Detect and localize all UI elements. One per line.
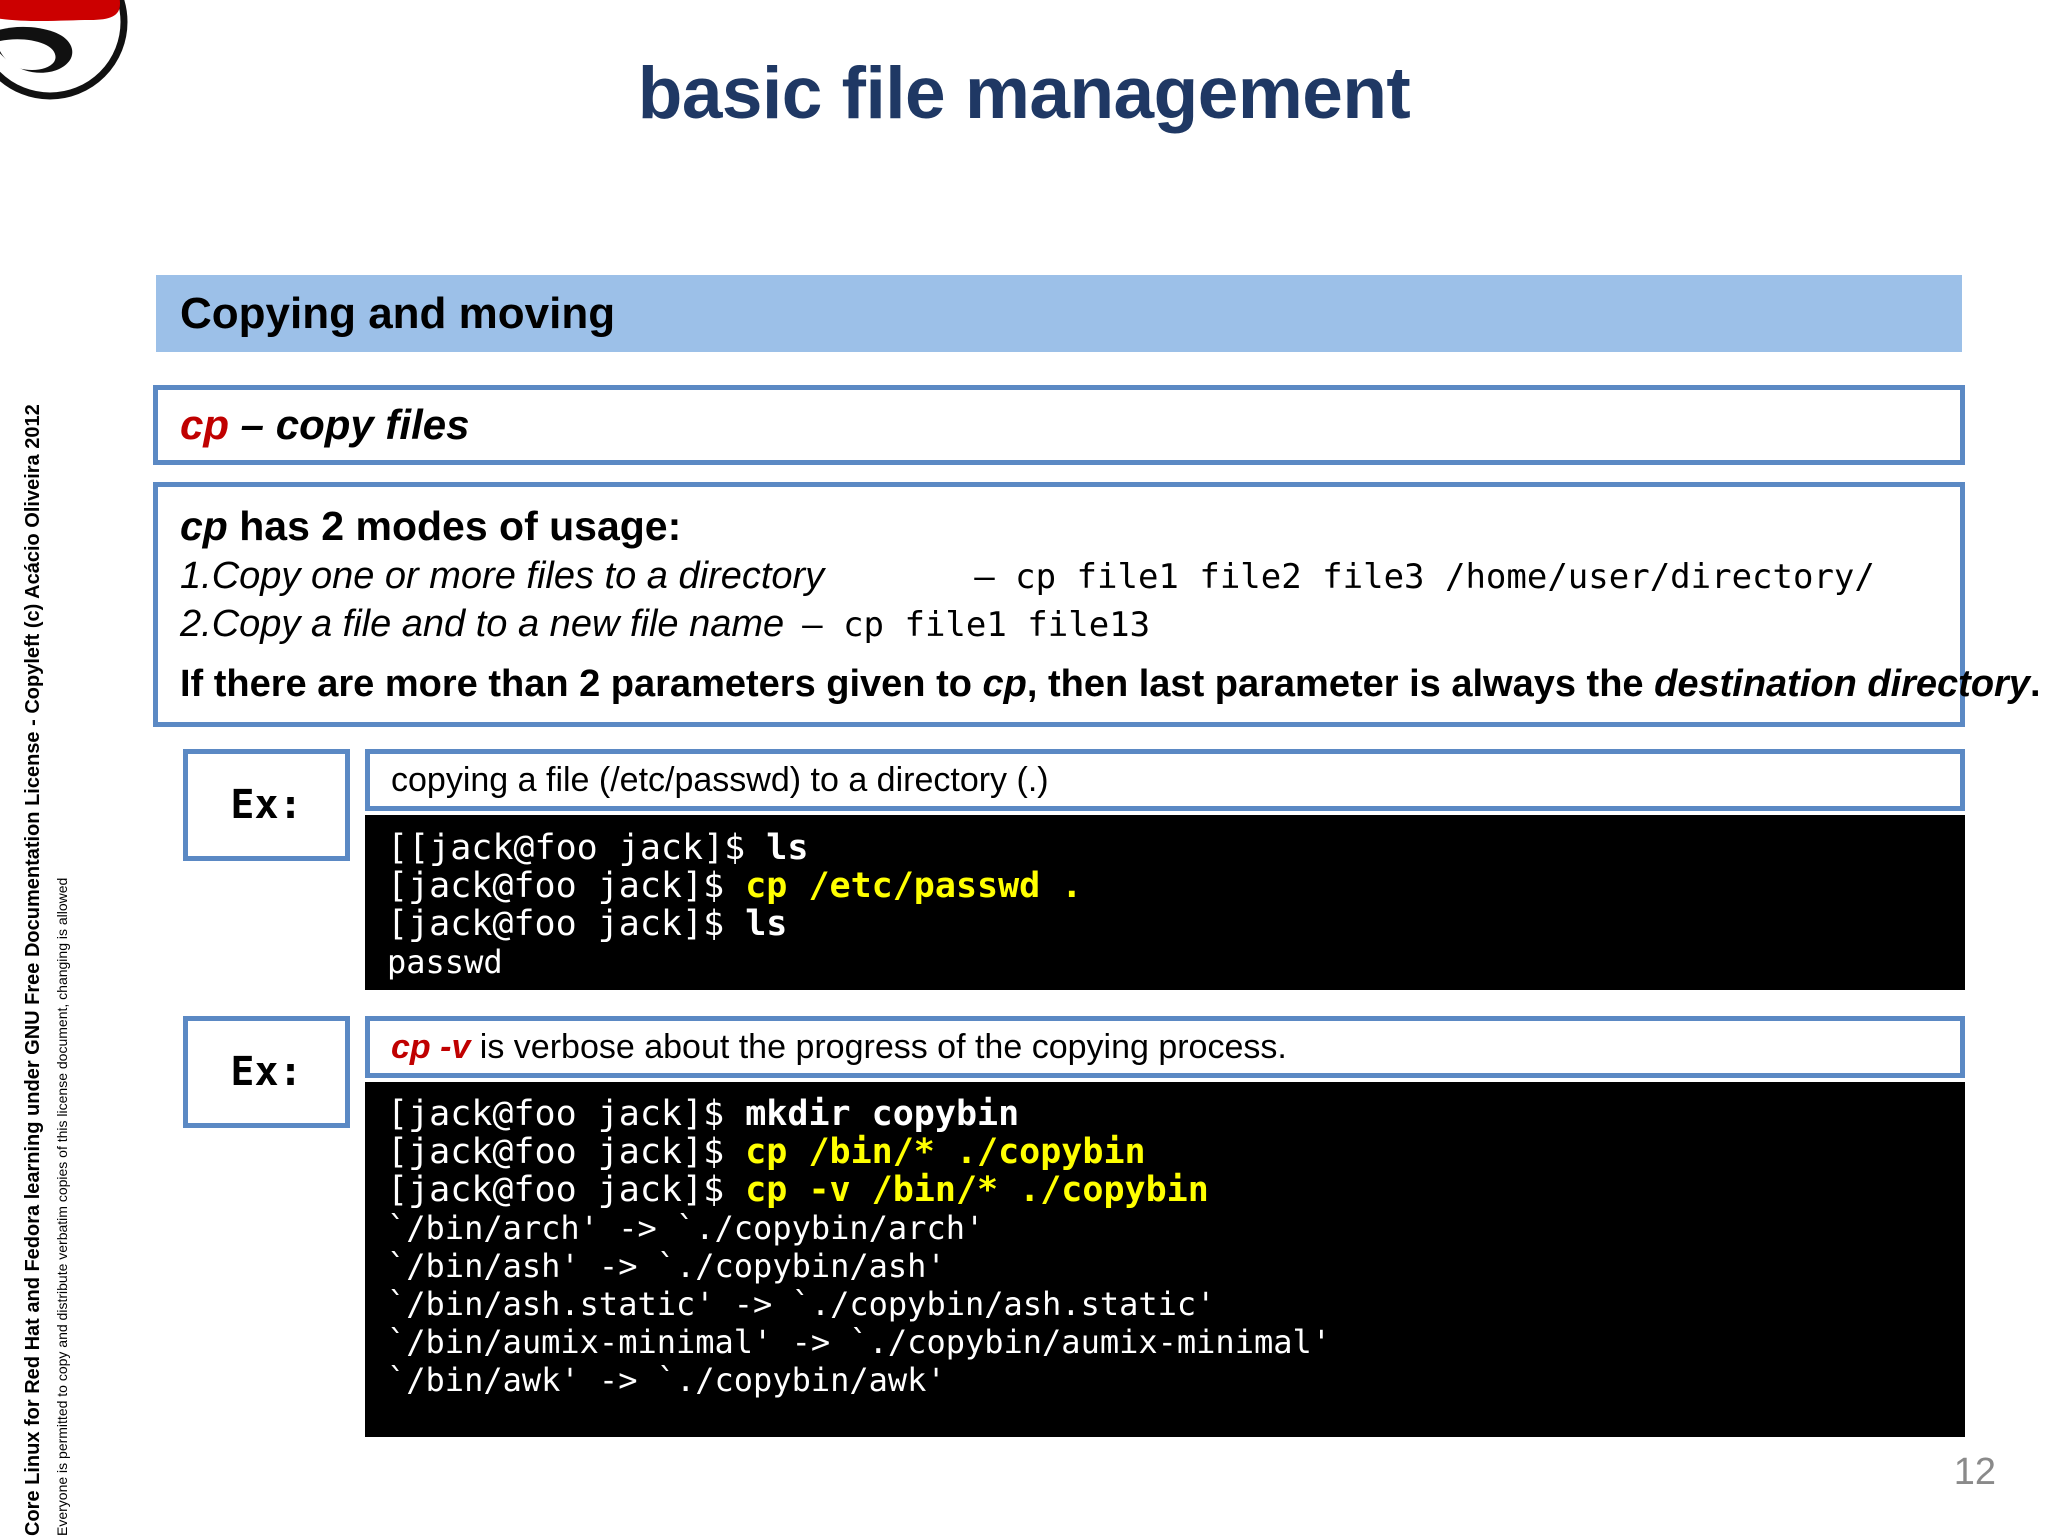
terminal-prompt: [jack@foo jack]$ [387, 1094, 746, 1134]
terminal-command: cp -v /bin/* ./copybin [745, 1170, 1209, 1210]
example-caption-2-command: cp -v [391, 1027, 471, 1066]
example-caption-2: cp -v is verbose about the progress of t… [370, 1028, 1287, 1067]
cp-modes-note-part2: , then last parameter is always the [1026, 663, 1655, 706]
terminal-command: cp /bin/* ./copybin [745, 1132, 1146, 1172]
terminal-line: [jack@foo jack]$ cp /etc/passwd . [365, 867, 1965, 905]
cp-modes-note-emphasis: destination directory [1654, 663, 2030, 706]
example-caption-box-2: cp -v is verbose about the progress of t… [365, 1016, 1965, 1078]
terminal-block-1: [[jack@foo jack]$ ls [jack@foo jack]$ cp… [365, 815, 1965, 990]
redhat-shadowman-logo [0, 0, 130, 102]
cp-mode-item-2-text: 2.Copy a file and to a new file name [180, 602, 785, 645]
license-sidebar: Core Linux for Red Hat and Fedora learni… [0, 0, 86, 1536]
license-sidebar-sub-text: Everyone is permitted to copy and distri… [54, 877, 70, 1536]
terminal-output: `/bin/arch' -> `./copybin/arch' [387, 1209, 985, 1247]
terminal-prompt: [jack@foo jack]$ [387, 904, 746, 944]
cp-modes-heading: cp has 2 modes of usage: [180, 503, 1946, 550]
terminal-output: passwd [387, 943, 503, 981]
cp-mode-item-1-example: – cp file1 file2 file3 /home/user/direct… [974, 557, 1875, 598]
terminal-prompt: [[jack@foo jack]$ [387, 828, 767, 868]
terminal-block-2: [jack@foo jack]$ mkdir copybin [jack@foo… [365, 1082, 1965, 1437]
terminal-line: passwd [365, 943, 1965, 981]
cp-modes-box: cp has 2 modes of usage: 1.Copy one or m… [153, 482, 2041, 727]
cp-modes-note-part1: If there are more than 2 parameters give… [180, 663, 983, 706]
example-label-box-1: Ex: [183, 749, 350, 861]
terminal-prompt: [jack@foo jack]$ [387, 1132, 746, 1172]
example-caption-box-1: copying a file (/etc/passwd) to a direct… [365, 749, 1965, 811]
example-label-box-2: Ex: [183, 1016, 350, 1128]
cp-mode-item-2: 2.Copy a file and to a new file name – cp… [180, 602, 1946, 648]
cp-modes-heading-command: cp [180, 503, 228, 549]
terminal-line: `/bin/aumix-minimal' -> `./copybin/aumix… [365, 1323, 1965, 1361]
terminal-line: [jack@foo jack]$ cp /bin/* ./copybin [365, 1133, 1965, 1171]
terminal-command: ls [745, 904, 788, 944]
example-label-1: Ex: [230, 782, 303, 828]
cp-modes-note-part3: . [2029, 663, 2041, 706]
terminal-command: mkdir copybin [745, 1094, 1020, 1134]
terminal-line: `/bin/arch' -> `./copybin/arch' [365, 1209, 1965, 1247]
page-number: 12 [1953, 1451, 1996, 1493]
terminal-line: [jack@foo jack]$ ls [365, 905, 1965, 943]
terminal-prompt: [jack@foo jack]$ [387, 1170, 746, 1210]
license-sidebar-main-text: Core Linux for Red Hat and Fedora learni… [22, 404, 44, 1536]
terminal-output: `/bin/ash' -> `./copybin/ash' [387, 1247, 946, 1285]
page-title: basic file management [637, 53, 1411, 134]
terminal-command: cp /etc/passwd . [745, 866, 1083, 906]
cp-definition-rest: – copy files [229, 401, 470, 448]
cp-modes-note: If there are more than 2 parameters give… [180, 663, 2041, 706]
cp-modes-note-command: cp [982, 663, 1027, 706]
cp-mode-item-1: 1.Copy one or more files to a directory –… [180, 554, 1946, 600]
section-header-bar: Copying and moving [156, 275, 1962, 352]
terminal-command: ls [766, 828, 809, 868]
terminal-line: [jack@foo jack]$ mkdir copybin [365, 1082, 1965, 1133]
example-label-2: Ex: [230, 1049, 303, 1095]
cp-mode-item-1-text: 1.Copy one or more files to a directory [180, 555, 825, 598]
cp-mode-item-2-example: – cp file1 file13 [802, 604, 1151, 645]
terminal-prompt: [jack@foo jack]$ [387, 866, 746, 906]
cp-definition-text: cp – copy files [180, 401, 469, 449]
cp-command-token: cp [180, 401, 230, 448]
terminal-line: [jack@foo jack]$ cp -v /bin/* ./copybin [365, 1171, 1965, 1209]
terminal-output: `/bin/awk' -> `./copybin/awk' [387, 1361, 946, 1399]
terminal-output: `/bin/ash.static' -> `./copybin/ash.stat… [387, 1285, 1216, 1323]
terminal-output: `/bin/aumix-minimal' -> `./copybin/aumix… [387, 1323, 1332, 1361]
example-caption-1: copying a file (/etc/passwd) to a direct… [391, 760, 1049, 799]
example-caption-2-rest: is verbose about the progress of the cop… [470, 1027, 1287, 1066]
terminal-line: `/bin/ash.static' -> `./copybin/ash.stat… [365, 1285, 1965, 1323]
terminal-line: [[jack@foo jack]$ ls [365, 815, 1965, 867]
terminal-line: `/bin/ash' -> `./copybin/ash' [365, 1247, 1965, 1285]
cp-definition-box: cp – copy files [153, 385, 1965, 465]
section-header-label: Copying and moving [180, 288, 616, 338]
cp-modes-heading-rest: has 2 modes of usage: [227, 503, 682, 549]
terminal-line: `/bin/awk' -> `./copybin/awk' [365, 1361, 1965, 1399]
